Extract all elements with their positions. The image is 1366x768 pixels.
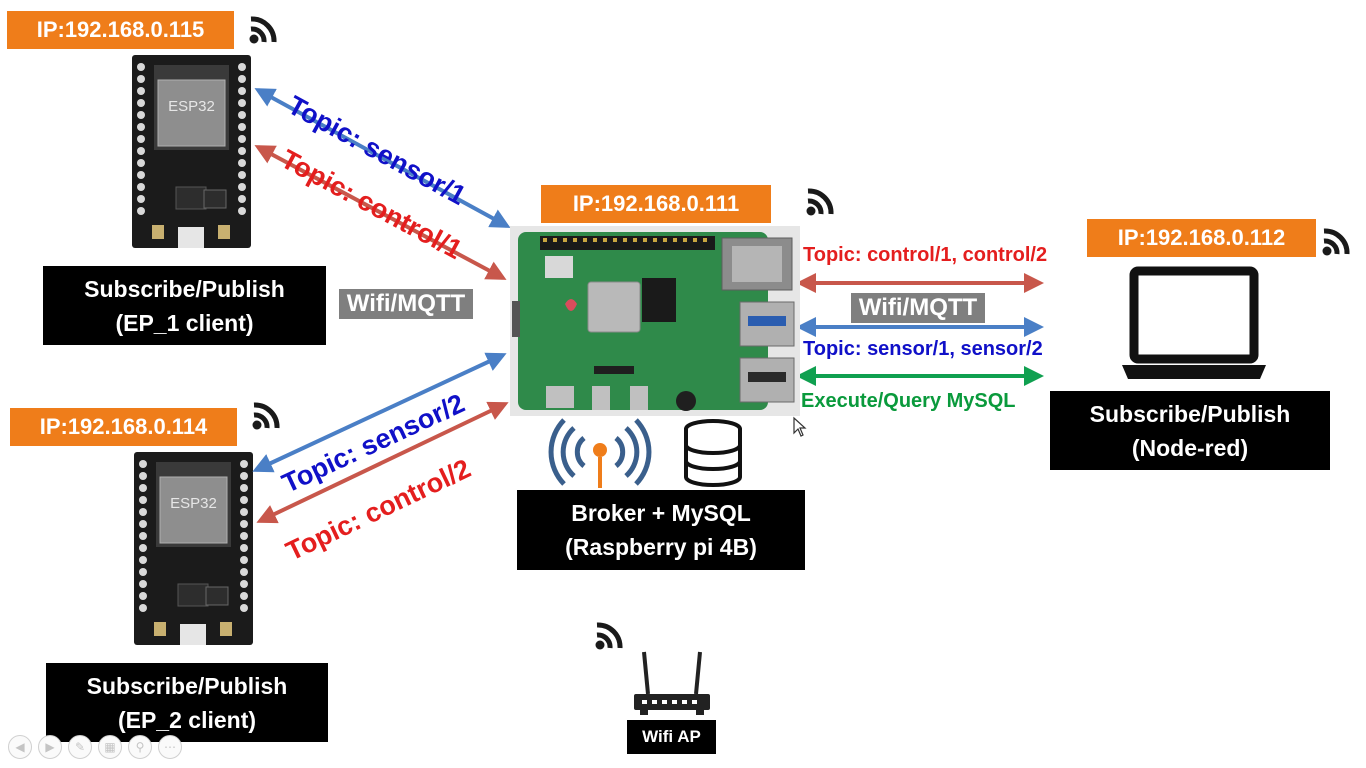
wifi-icon [595,622,623,650]
esp2-ip-label: IP:192.168.0.114 [10,408,237,446]
wifi-icon [1322,228,1350,256]
laptop-icon [1122,266,1266,379]
ellipsis-icon: ⋯ [164,740,176,754]
esp1-role-line1: Subscribe/Publish [84,275,285,302]
right-protocol-label: Wifi/MQTT [851,293,985,323]
left-protocol-label: Wifi/MQTT [339,289,473,319]
esp2-role-line2: (EP_2 client) [117,706,257,733]
chevron-right-icon: ▶ [45,740,55,754]
broker-ip-label: IP:192.168.0.111 [541,185,771,223]
esp32-chip-label: ESP32 [168,98,215,115]
zoom-button[interactable]: ⚲ [128,735,152,759]
wifi-ap-box: Wifi AP [627,720,716,754]
esp32-board-icon [134,452,253,645]
broker-role-line1: Broker + MySQL [571,500,751,526]
right-mysql-label: Execute/Query MySQL [801,390,1016,412]
broker-role-line2: (Raspberry pi 4B) [565,534,757,560]
magnifier-icon: ⚲ [135,740,145,754]
previous-slide-button[interactable]: ◀ [8,735,32,759]
esp1-ip-label: IP:192.168.0.115 [7,11,234,49]
grid-icon: ▦ [104,740,116,754]
esp2-role-line1: Subscribe/Publish [86,672,288,699]
raspberry-pi-board-icon [510,226,800,416]
pen-tool-button[interactable]: ✎ [68,735,92,759]
esp32-board-icon [132,55,251,248]
database-icon [684,419,742,487]
broadcast-antenna-icon [548,418,652,488]
nodered-role-line2: (Node-red) [1131,434,1249,461]
esp32-chip-label: ESP32 [170,495,217,512]
slideshow-toolbar: ◀ ▶ ✎ ▦ ⚲ ⋯ [8,735,182,759]
mouse-cursor-icon [793,416,807,437]
router-icon [634,651,710,715]
broker-role-box: Broker + MySQL (Raspberry pi 4B) [517,490,805,570]
nodered-role-box: Subscribe/Publish (Node-red) [1050,391,1330,470]
more-options-button[interactable]: ⋯ [158,735,182,759]
esp1-role-line2: (EP_1 client) [115,309,254,336]
esp1-control-arrow [254,145,507,280]
right-sensor-topic: Topic: sensor/1, sensor/2 [803,338,1043,360]
esp2-role-box: Subscribe/Publish (EP_2 client) [46,663,328,742]
chevron-left-icon: ◀ [15,740,25,754]
wifi-icon [249,16,277,44]
esp32-board-2: ESP32 [134,452,253,645]
wifi-icon [806,188,834,216]
next-slide-button[interactable]: ▶ [38,735,62,759]
esp32-board-1: ESP32 [132,55,251,248]
see-all-slides-button[interactable]: ▦ [98,735,122,759]
wifi-ap-label: Wifi AP [642,727,701,746]
pen-icon: ✎ [74,740,86,754]
nodered-role-line1: Subscribe/Publish [1089,400,1291,427]
right-control-topic: Topic: control/1, control/2 [803,244,1048,266]
nodered-ip-label: IP:192.168.0.112 [1087,219,1316,257]
esp2-control-arrow [256,401,509,524]
